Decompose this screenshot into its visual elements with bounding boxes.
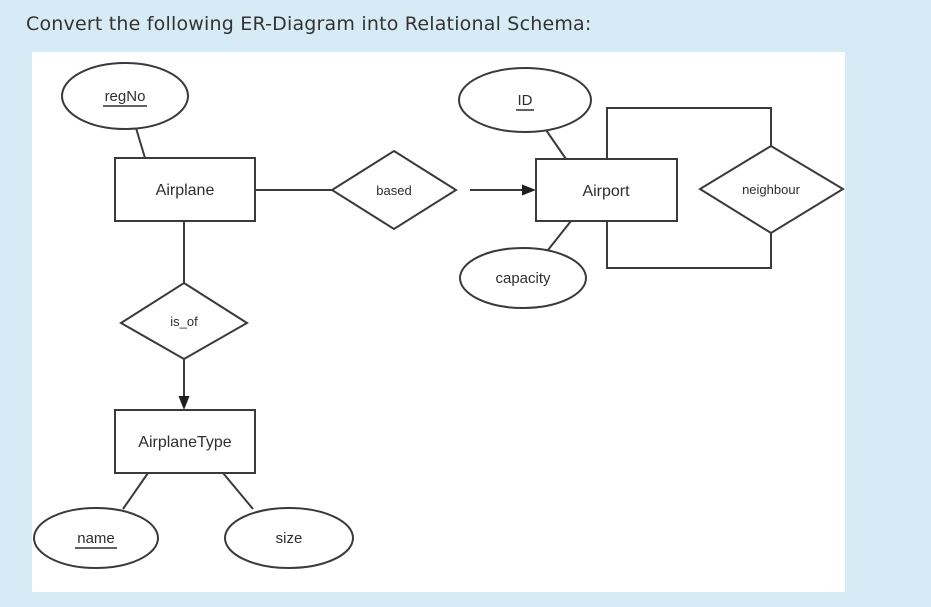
er-diagram-canvas: regNo ID capacity name size based neighb… — [33, 62, 845, 569]
relationship-label-based: based — [376, 183, 411, 198]
entity-rect-airplanetype — [114, 409, 256, 474]
attribute-ellipse-regno — [61, 62, 189, 130]
relationship-diamond-based — [330, 149, 458, 231]
relationship-label-neighbour: neighbour — [742, 182, 800, 197]
attribute-label-id: ID — [518, 92, 533, 109]
attribute-ellipse-id — [458, 67, 592, 133]
attribute-ellipse-size — [224, 507, 354, 569]
page-title: Convert the following ER-Diagram into Re… — [26, 13, 592, 35]
entity-label-airplanetype: AirplaneType — [138, 434, 231, 451]
arrowhead-isof-airplanetype — [178, 396, 190, 410]
attribute-label-regno: regNo — [105, 88, 146, 105]
connector-regno-airplane — [135, 127, 146, 159]
er-diagram-panel: regNo ID capacity name size based neighb… — [32, 52, 845, 592]
connector-airport-neighbour-bottom — [606, 221, 772, 269]
attribute-ellipse-capacity — [459, 247, 587, 309]
connector-id-airport — [545, 129, 567, 160]
entity-rect-airplane — [114, 157, 256, 222]
entity-label-airplane: Airplane — [156, 182, 215, 199]
attribute-ellipse-name — [33, 507, 159, 569]
connector-airplanetype-name — [122, 472, 149, 510]
relationship-diamond-isof — [119, 281, 249, 361]
relationship-label-isof: is_of — [170, 314, 198, 329]
attribute-label-size: size — [276, 530, 303, 547]
connector-airport-neighbour-top — [606, 107, 772, 159]
connector-airplanetype-size — [222, 472, 254, 510]
relationship-diamond-neighbour — [698, 144, 845, 235]
entity-rect-airport — [535, 158, 678, 222]
arrowhead-based-airport — [522, 184, 536, 196]
entity-label-airport: Airport — [582, 183, 630, 200]
connector-capacity-airport — [547, 220, 572, 251]
attribute-label-capacity: capacity — [495, 270, 551, 287]
attribute-label-name: name — [77, 530, 115, 547]
